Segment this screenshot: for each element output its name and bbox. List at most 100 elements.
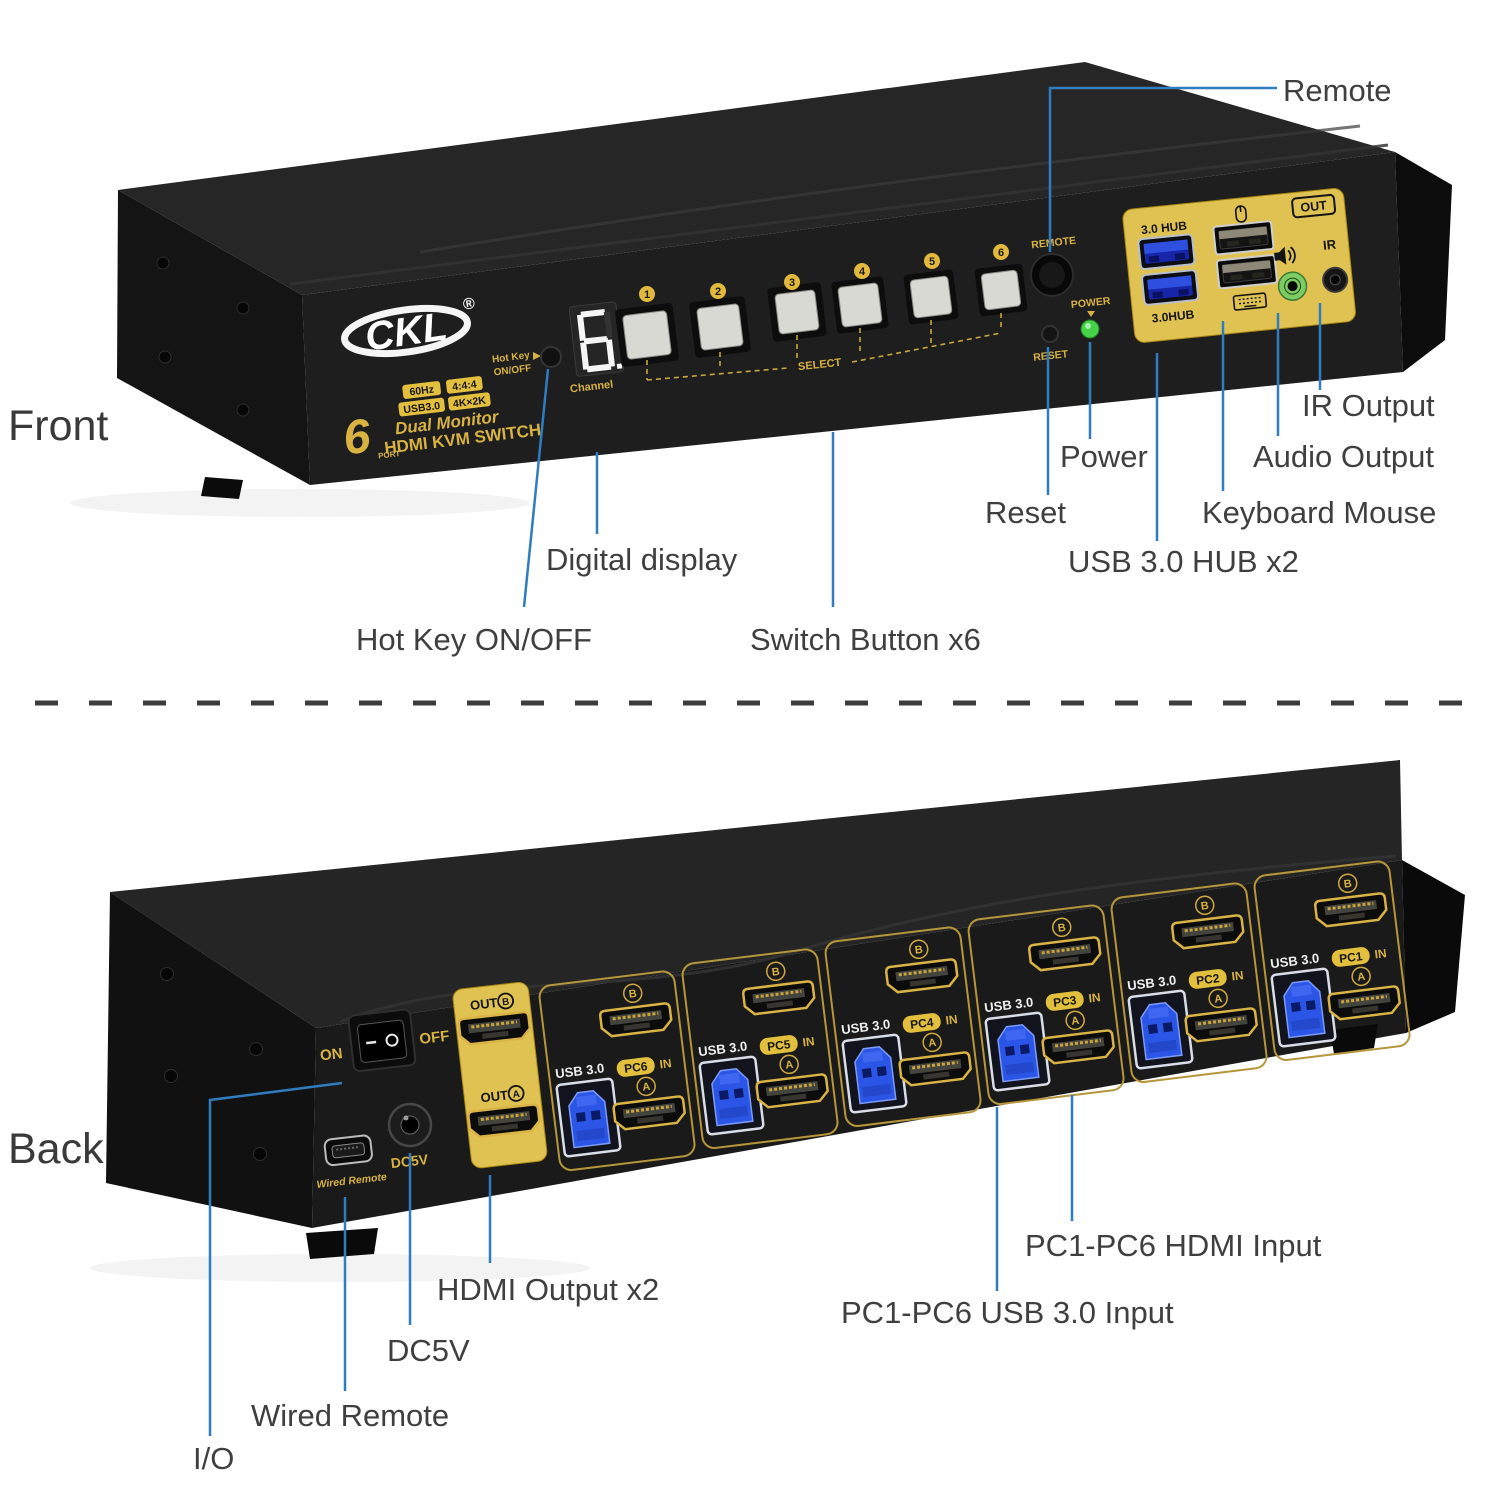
pc-section-pc4: B USB 3.0 PC4 IN A: [824, 926, 982, 1127]
b-letter: B: [914, 944, 923, 957]
power-label: POWER: [1070, 295, 1111, 311]
usb-hub-top-label: 3.0 HUB: [1140, 219, 1188, 238]
a-letter: A: [1071, 1015, 1080, 1028]
a-letter: A: [1357, 971, 1366, 984]
usb3-b-port: [1127, 989, 1194, 1070]
front-foot: [201, 477, 243, 499]
ckl-logo-oval: [341, 304, 471, 358]
front-view-label: Front: [8, 402, 108, 450]
front-badges: 60Hz 4:4:4 USB3.0 4K×2K Dual Monitor HDM…: [340, 376, 542, 466]
pc-section-pc5: B USB 3.0 PC5 IN A: [681, 948, 839, 1149]
button-number-badge: [924, 253, 940, 269]
button-number-3: 3: [789, 277, 795, 289]
callout-ir-output: IR Output: [1302, 388, 1435, 423]
reset-button: [1041, 325, 1059, 343]
hotkey-label-line1: Hot Key: [492, 350, 531, 366]
select-bus: SELECT: [646, 313, 1002, 381]
section-outline: [1253, 860, 1411, 1061]
callout-reset: Reset: [985, 495, 1066, 530]
switch-button-2: [689, 296, 751, 358]
pc-pill-text: PC2: [1195, 971, 1220, 988]
a-letter: A: [785, 1059, 794, 1072]
usb3-label: USB 3.0: [983, 994, 1034, 1015]
a-letter: A: [1214, 993, 1223, 1006]
out-b-circle: [497, 992, 514, 1010]
pc-sections: B USB 3.0 PC6 IN A B USB 3.0 PC5: [538, 860, 1411, 1171]
b-circle: [1337, 873, 1358, 894]
usb3-b-port: [698, 1055, 765, 1136]
wired-remote-port: [323, 1134, 373, 1167]
a-letter: A: [928, 1037, 937, 1050]
switch-button-4: [831, 276, 889, 334]
button-number-badge: [710, 283, 726, 299]
callout-remote: Remote: [1283, 73, 1392, 108]
front-unit: CKL ® 60Hz 4:4:4 USB3.0 4K×2K Dual Monit…: [117, 62, 1452, 499]
power-arrow-icon: [1087, 311, 1095, 317]
remote-receiver-label: REMOTE: [1031, 235, 1077, 252]
button-number-5: 5: [929, 256, 935, 268]
a-circle: [1351, 966, 1371, 987]
callout-hdmi-input: PC1-PC6 HDMI Input: [1025, 1228, 1322, 1263]
off-label: OFF: [419, 1028, 451, 1048]
button-number-badge: [993, 244, 1009, 260]
a-circle: [636, 1076, 656, 1097]
in-label: IN: [1374, 946, 1388, 961]
out-a-label: OUT: [480, 1087, 509, 1105]
badge-4k2k-text: 4K×2K: [452, 394, 487, 410]
badge-60hz-text: 60Hz: [409, 384, 435, 399]
callout-io: I/O: [193, 1441, 234, 1476]
section-outline: [967, 904, 1125, 1105]
screw-hole: [249, 1042, 263, 1056]
out-b-label: OUT: [469, 995, 498, 1013]
button-number-badge: [639, 286, 655, 302]
button-number-6: 6: [998, 247, 1004, 259]
back-unit: ON OFF OUT B OUT A B: [106, 760, 1465, 1259]
button-number-badge: [854, 263, 870, 279]
usb3-label: USB 3.0: [840, 1016, 891, 1037]
b-circle: [765, 961, 786, 982]
channel-digit: [576, 308, 623, 373]
ir-label: IR: [1322, 237, 1337, 253]
button-number-badge: [784, 274, 800, 290]
mouse-usb-port: [1212, 220, 1275, 256]
screw-hole: [158, 350, 172, 364]
switch-button-6: [974, 263, 1028, 317]
usb3-hub-port: [1137, 233, 1196, 271]
switch-buttons: 1 2 3 4 5 6: [615, 244, 1028, 367]
front-unit-shadow: [70, 489, 530, 517]
hdmi-out-panel: OUT B OUT A: [452, 981, 548, 1169]
a-circle: [1208, 988, 1228, 1009]
section-outline: [824, 926, 982, 1127]
callout-hdmi-output: HDMI Output x2: [437, 1272, 659, 1307]
callout-hot-key: Hot Key ON/OFF: [356, 622, 592, 657]
front-callout-lines: [522, 86, 1322, 608]
back-unit-shadow: [90, 1254, 590, 1282]
badge-usb30: [398, 397, 446, 417]
back-unit-top-face: [110, 760, 1402, 1028]
hotkey-arrow-icon: [533, 352, 541, 360]
badge-60hz: [402, 381, 442, 399]
a-circle: [779, 1054, 799, 1075]
front-top-highlight: [419, 124, 1361, 254]
pc-pill: [759, 1035, 798, 1055]
callout-digital-display: Digital display: [546, 542, 738, 577]
pc-pill-text: PC6: [623, 1059, 648, 1076]
usb3-b-port: [984, 1011, 1051, 1092]
pc-pill: [1188, 969, 1227, 989]
callout-line-remote: [1048, 86, 1277, 252]
pc-pill-text: PC1: [1338, 949, 1363, 966]
usb3-label: USB 3.0: [697, 1038, 748, 1059]
badge-444-text: 4:4:4: [452, 378, 478, 393]
screw-hole: [156, 256, 170, 270]
b-circle: [1194, 895, 1215, 916]
usb3-label: USB 3.0: [1126, 972, 1177, 993]
usb3-b-port: [555, 1077, 622, 1158]
switch-button-3: [767, 282, 827, 342]
in-label: IN: [1231, 968, 1245, 983]
in-label: IN: [945, 1012, 959, 1027]
audio-jack-ring: [1284, 277, 1302, 295]
pc-pill: [1331, 947, 1370, 967]
port-count-numeral: 6: [340, 410, 373, 466]
button-number-1: 1: [644, 289, 650, 301]
